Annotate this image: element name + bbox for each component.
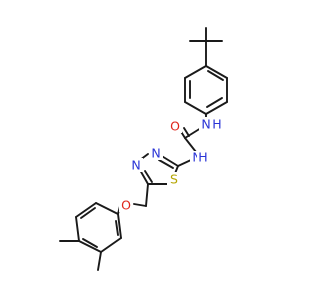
bond-ring2-inner-2: [82, 238, 98, 248]
bond-thiadiazole-ch2: [145, 183, 149, 207]
bonds: [59, 27, 228, 271]
bond-ring2-inner-1: [115, 220, 119, 236]
ring-nitrogen-lower-label: N: [131, 158, 140, 173]
bond-benzene-inner-1: [207, 70, 224, 81]
aryl-nh-hydrogen-label: H: [212, 117, 221, 132]
bond-ch2-oxygen: [133, 203, 147, 207]
carbonyl-oxygen-label: O: [170, 119, 180, 134]
bond-carbonyl-nh: [184, 137, 197, 153]
bond-benzene-c: [205, 101, 228, 115]
bond-benzene-inner-2: [206, 97, 223, 108]
bond-ring2-a: [117, 213, 122, 239]
bond-ring2-d: [75, 216, 80, 242]
bond-thiadiazole-n4-c5: [139, 169, 149, 185]
ring-sulfur-label: S: [170, 172, 178, 187]
bond-ring2-e: [75, 202, 97, 218]
ether-oxygen-label: O: [121, 198, 131, 213]
bond-carbonyl-double-2: [183, 127, 190, 137]
bond-ring2-inner-3: [80, 207, 96, 219]
bond-benzene-a: [205, 65, 228, 79]
bond-benzene-d: [184, 101, 207, 115]
thiadiazole-nh-hydrogen-label: H: [198, 150, 207, 165]
bond-ring2-c: [78, 240, 102, 253]
bond-nh-carbonyl: [184, 127, 202, 139]
aryl-nh-nitrogen-label: N: [201, 117, 210, 132]
bond-thiadiazole-c2-n3-inner: [158, 159, 174, 169]
bond-nh-thiadiazole: [177, 159, 192, 167]
ring-nitrogen-upper-label: N: [151, 146, 160, 161]
bond-thiadiazole-n4-c5-inner: [144, 170, 153, 183]
bond-ring2-f: [95, 202, 119, 215]
atom-labels: O N H N H N N S O: [119, 117, 224, 213]
bond-methyl-para: [97, 251, 102, 271]
bond-ring2-b: [100, 237, 122, 253]
bond-benzene-f: [184, 65, 207, 79]
molecule-structure: O N H N H N N S O: [59, 27, 228, 271]
